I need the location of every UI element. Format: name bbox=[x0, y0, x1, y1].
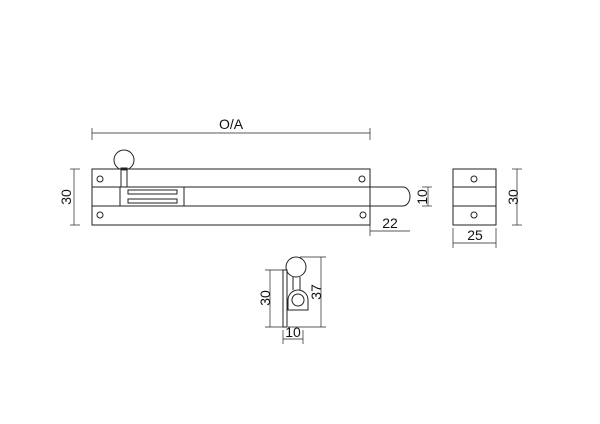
base-plate bbox=[91, 168, 371, 226]
dimension-label: 10 bbox=[414, 189, 430, 205]
dimension-bolt-projection: 22 bbox=[369, 215, 410, 236]
dimension-label: 37 bbox=[308, 284, 324, 300]
dimension-label: 30 bbox=[257, 290, 273, 306]
dimension-bolt-thickness: 10 bbox=[414, 186, 432, 207]
dimension-label: 22 bbox=[382, 215, 398, 231]
dimension-oa: O/A bbox=[91, 116, 371, 140]
side-view: 30 37 10 bbox=[257, 256, 326, 344]
knob bbox=[113, 149, 135, 171]
bolt bbox=[92, 186, 411, 207]
end-view: 30 25 bbox=[452, 168, 522, 248]
dimension-label: O/A bbox=[219, 116, 244, 132]
front-view: O/A 30 10 22 bbox=[58, 116, 432, 236]
screw-hole bbox=[96, 175, 104, 183]
knob-stem bbox=[120, 167, 128, 188]
dimension-height: 30 bbox=[58, 168, 80, 226]
screw-hole bbox=[96, 211, 104, 219]
dimension-label: 30 bbox=[505, 189, 521, 205]
dimension-label: 25 bbox=[467, 227, 483, 243]
screw-hole bbox=[358, 175, 366, 183]
dimension-label: 30 bbox=[58, 189, 74, 205]
dimension-label: 10 bbox=[285, 324, 301, 340]
screw-hole bbox=[359, 211, 367, 219]
